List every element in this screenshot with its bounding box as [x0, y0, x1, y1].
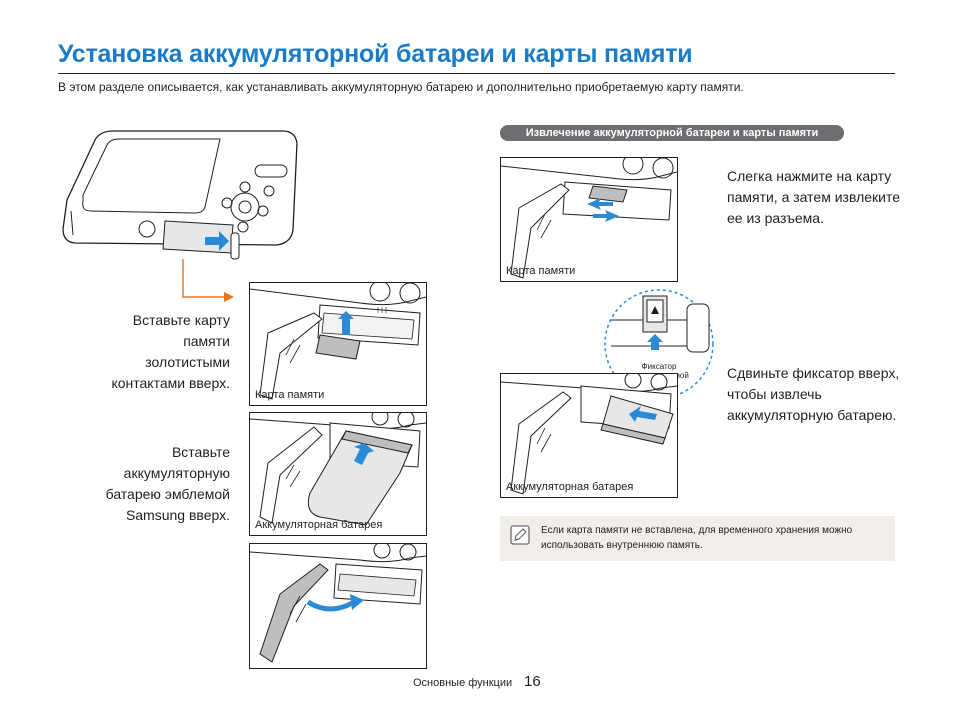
close-cover-figure	[249, 543, 427, 669]
remove-battery-figure: Аккумуляторная батарея	[500, 373, 678, 498]
intro-text: В этом разделе описывается, как устанавл…	[58, 80, 744, 94]
figure-caption: Аккумуляторная батарея	[255, 519, 383, 531]
figure-caption: Карта памяти	[255, 389, 325, 401]
note-pencil-icon	[510, 525, 530, 545]
remove-card-figure: Карта памяти	[500, 157, 678, 282]
insert-card-instruction: Вставьте карту памяти золотистыми контак…	[111, 312, 230, 391]
footer-section-label: Основные функции	[413, 677, 513, 689]
page-title: Установка аккумуляторной батареи и карты…	[58, 40, 693, 68]
title-divider	[58, 73, 895, 74]
page-number: 16	[524, 673, 541, 690]
remove-battery-instruction: Сдвиньте фиксатор вверх, чтобы извлечь а…	[727, 365, 900, 423]
insert-battery-figure: Аккумуляторная батарея	[249, 412, 427, 536]
camera-overview-illustration	[55, 125, 305, 265]
remove-card-instruction: Слегка нажмите на карту памяти, а затем …	[727, 168, 901, 226]
insert-battery-instruction: Вставьте аккумуляторную батарею эмблемой…	[105, 444, 230, 523]
section-title-badge: Извлечение аккумуляторной батареи и карт…	[500, 125, 844, 141]
note-text: Если карта памяти не вставлена, для врем…	[541, 525, 853, 551]
figure-caption: Карта памяти	[506, 265, 576, 277]
battery-latch-detail: Фиксатор аккумуляторной батареи	[603, 288, 715, 400]
figure-caption: Аккумуляторная батарея	[506, 481, 634, 493]
insert-card-figure: Карта памяти	[249, 282, 427, 406]
pointer-arrow	[178, 257, 238, 303]
note-box: Если карта памяти не вставлена, для врем…	[500, 516, 895, 561]
